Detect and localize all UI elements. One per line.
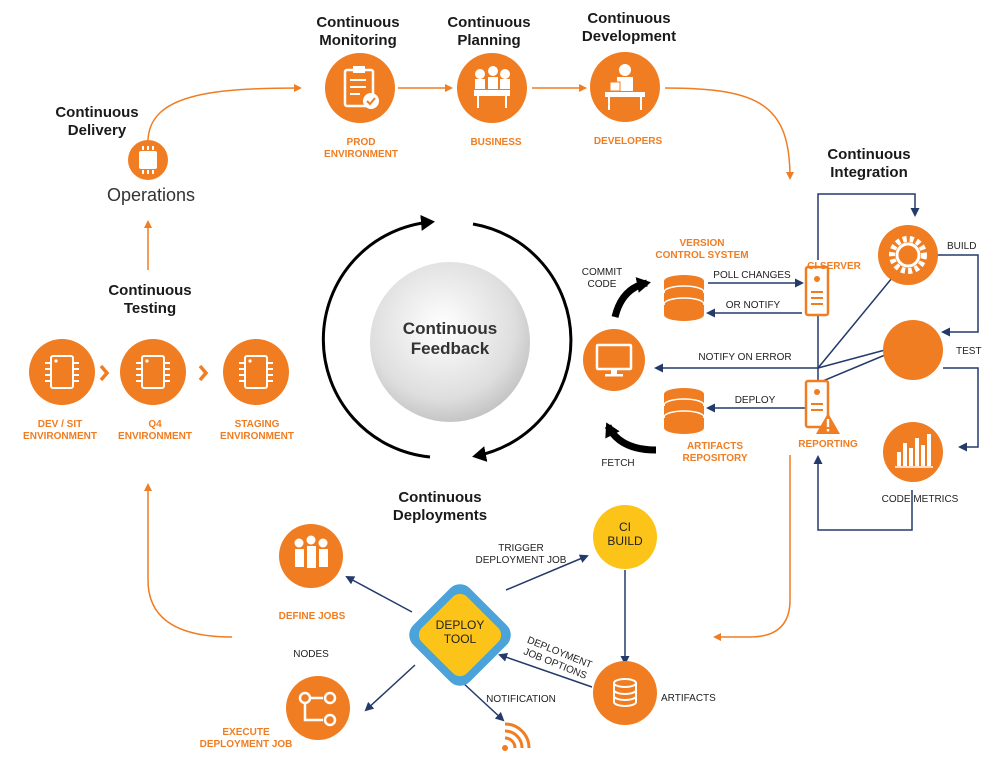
deployments-to-testing-arrow bbox=[144, 483, 233, 638]
environment-chevrons bbox=[99, 364, 209, 382]
deploy-to-define-jobs-arrow bbox=[345, 576, 413, 613]
define-jobs-people-icon bbox=[279, 524, 343, 588]
execute-deployment-job-icon bbox=[286, 676, 350, 740]
continuous-development-label: Continuous Development bbox=[581, 10, 677, 45]
notification-label: NOTIFICATION bbox=[486, 694, 556, 705]
planning-meeting-icon bbox=[457, 53, 527, 123]
build-gear-icon bbox=[878, 225, 938, 285]
artifacts-repository-label: ARTIFACTS REPOSITORY bbox=[682, 441, 748, 464]
test-to-metrics-arrow bbox=[943, 367, 979, 452]
commit-code-curved-arrow bbox=[611, 277, 651, 318]
staging-environment-label: STAGING ENVIRONMENT bbox=[220, 419, 294, 442]
monitor-icon bbox=[583, 329, 645, 391]
feedback-cycle bbox=[321, 214, 573, 462]
reporting-label: REPORTING bbox=[798, 439, 858, 450]
integration-to-deployments-arrow bbox=[713, 455, 791, 641]
feedback-center-circle bbox=[370, 262, 530, 422]
build-label: BUILD bbox=[947, 241, 977, 252]
version-control-system-label: VERSION CONTROL SYSTEM bbox=[655, 238, 749, 261]
continuous-testing-label: Continuous Testing bbox=[108, 282, 192, 317]
ci-flow-lines bbox=[654, 193, 979, 531]
commit-fetch-arrows bbox=[604, 277, 657, 454]
metrics-to-reporting-arrow bbox=[813, 455, 913, 531]
continuous-planning-label: Continuous Planning bbox=[447, 14, 531, 49]
chevron-icon bbox=[99, 364, 110, 382]
chevron-icon bbox=[198, 364, 209, 382]
deploy-label: DEPLOY bbox=[734, 395, 776, 406]
artifacts-database-icon bbox=[593, 661, 657, 725]
artifacts-label: ARTIFACTS bbox=[661, 693, 716, 704]
execute-deployment-job-label: EXECUTE DEPLOYMENT JOB bbox=[199, 727, 293, 750]
deploy-to-ci-build-arrow bbox=[505, 554, 589, 591]
feedback-arc-left bbox=[321, 214, 435, 459]
ci-server-test-link bbox=[817, 349, 886, 369]
operations-label: Operations bbox=[106, 185, 196, 205]
developers-desk-icon bbox=[590, 52, 660, 122]
continuous-monitoring-label: Continuous Monitoring bbox=[316, 14, 400, 49]
monitoring-clipboard-icon bbox=[325, 53, 395, 123]
code-metrics-label: CODE METRICS bbox=[881, 494, 959, 505]
lifecycle-arrows bbox=[144, 84, 794, 641]
code-metrics-chart-icon bbox=[883, 422, 943, 482]
deploy-to-notification-arrow bbox=[461, 681, 505, 722]
artifacts-repository-database-icon bbox=[663, 388, 705, 434]
ci-server-icon bbox=[804, 265, 830, 317]
q4-environment-label: Q4 ENVIRONMENT bbox=[118, 419, 192, 442]
poll-changes-label: POLL CHANGES bbox=[713, 270, 791, 281]
fetch-curved-arrow bbox=[604, 422, 657, 454]
feedback-arc-right bbox=[472, 222, 573, 462]
vcs-database-icon bbox=[663, 275, 705, 321]
ci-build-label: CI BUILD bbox=[607, 520, 643, 549]
development-to-integration-arrow bbox=[664, 87, 794, 180]
trigger-deployment-job-label: TRIGGER DEPLOYMENT JOB bbox=[475, 543, 567, 566]
test-circle-icon bbox=[883, 320, 943, 380]
notification-signal-icon bbox=[502, 722, 531, 751]
developers-label: DEVELOPERS bbox=[593, 136, 663, 147]
or-notify-label: OR NOTIFY bbox=[725, 300, 781, 311]
dev-sit-environment-label: DEV / SIT ENVIRONMENT bbox=[23, 419, 97, 442]
deploy-tool-diamond bbox=[409, 584, 511, 686]
prod-environment-label: PROD ENVIRONMENT bbox=[324, 137, 398, 160]
continuous-deployments-label: Continuous Deployments bbox=[392, 489, 488, 524]
artifacts-to-deploy-arrow bbox=[498, 653, 593, 688]
deployment-flow-lines bbox=[345, 554, 630, 722]
ci-server-label: CI SERVER bbox=[807, 261, 861, 272]
fetch-label: FETCH bbox=[601, 458, 635, 469]
continuous-feedback-label: Continuous Feedback bbox=[402, 319, 498, 359]
delivery-chip-icon bbox=[128, 140, 168, 180]
define-jobs-label: DEFINE JOBS bbox=[278, 611, 346, 622]
delivery-to-monitoring-arrow bbox=[147, 84, 302, 141]
notify-on-error-label: NOTIFY ON ERROR bbox=[698, 352, 792, 363]
commit-code-label: COMMIT CODE bbox=[581, 267, 623, 290]
to-build-arrow bbox=[817, 193, 920, 260]
environment-chip-icons bbox=[29, 339, 289, 405]
business-label: BUSINESS bbox=[470, 137, 522, 148]
build-to-test-arrow bbox=[938, 254, 979, 337]
continuous-delivery-label: Continuous Delivery bbox=[55, 104, 139, 139]
reporting-test-link bbox=[817, 354, 886, 384]
deploy-tool-label: DEPLOY TOOL bbox=[435, 618, 485, 647]
ci-server-build-link bbox=[817, 277, 893, 369]
continuous-integration-label: Continuous Integration bbox=[827, 146, 911, 181]
nodes-label: NODES bbox=[293, 649, 329, 660]
ci-build-circle bbox=[593, 505, 657, 569]
test-label: TEST bbox=[956, 346, 982, 357]
reporting-server-icon bbox=[804, 379, 840, 434]
deploy-to-execute-arrow bbox=[364, 664, 416, 712]
